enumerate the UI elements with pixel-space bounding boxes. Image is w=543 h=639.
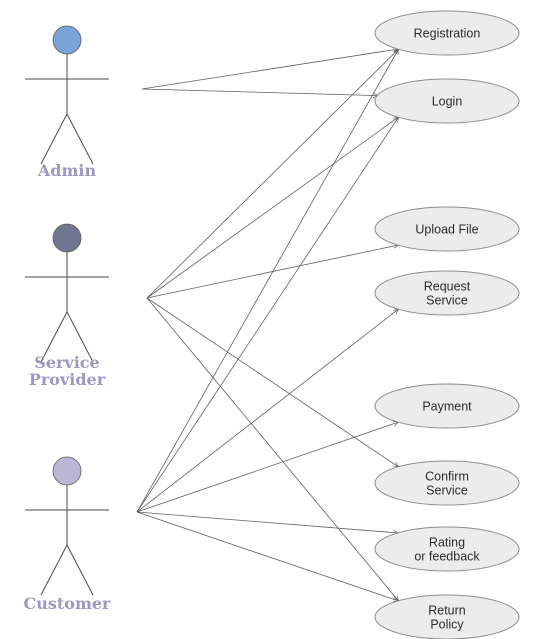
association-service-provider-to-login	[146, 117, 399, 299]
association-service-provider-to-registration	[146, 49, 399, 299]
use-case-upload-file: Upload File	[374, 206, 520, 252]
association-customer-to-return-policy	[136, 511, 399, 601]
use-case-payment: Payment	[374, 383, 520, 429]
stick-figure-body-icon	[25, 54, 109, 165]
actor-customer: Customer	[24, 456, 112, 613]
use-case-ellipse	[374, 383, 520, 429]
use-case-label: Return	[428, 604, 466, 618]
association-customer-to-payment	[136, 422, 399, 513]
actor-label: Admin	[37, 161, 97, 180]
use-case-login: Login	[374, 78, 520, 124]
association-customer-to-rating	[136, 511, 399, 533]
association-service-provider-to-confirm-service	[146, 297, 399, 467]
use-case-label: Upload File	[415, 223, 478, 237]
use-case-label: Payment	[422, 400, 472, 414]
actor-label: Service	[34, 353, 99, 372]
stick-figure-body-icon	[25, 485, 109, 596]
use-case-ellipse	[374, 526, 520, 572]
actor-head-icon	[52, 25, 82, 55]
use-case-ellipse	[374, 78, 520, 124]
use-case-label: Rating	[429, 536, 465, 550]
association-service-provider-to-return-policy	[146, 297, 399, 601]
stick-figure-body-icon	[25, 252, 109, 363]
use-case-label: Confirm	[425, 470, 469, 484]
association-customer-to-request-service	[136, 309, 399, 513]
use-case-label: Registration	[414, 27, 481, 41]
use-case-ellipse	[374, 594, 520, 639]
use-case-label: Service	[426, 484, 468, 498]
association-customer-to-login	[136, 117, 399, 513]
association-admin-to-registration	[141, 49, 399, 90]
use-case-label: Policy	[430, 618, 464, 632]
actor-label: Provider	[29, 370, 106, 389]
use-case-label: Service	[426, 294, 468, 308]
association-lines	[136, 49, 399, 601]
use-case-ellipse	[374, 206, 520, 252]
actor-head-icon	[52, 223, 82, 253]
use-case-registration: Registration	[374, 10, 520, 56]
actor-label: Customer	[24, 594, 112, 613]
use-case-label: or feedback	[414, 550, 480, 564]
use-case-label: Login	[432, 95, 463, 109]
use-case-label: Request	[424, 280, 471, 294]
association-admin-to-login	[141, 88, 378, 96]
use-case-ellipse	[374, 460, 520, 506]
actor-admin: Admin	[25, 25, 109, 180]
use-case-ellipse	[374, 10, 520, 56]
use-case-ellipse	[374, 270, 520, 316]
association-customer-to-registration	[136, 49, 399, 513]
actor-head-icon	[52, 456, 82, 486]
